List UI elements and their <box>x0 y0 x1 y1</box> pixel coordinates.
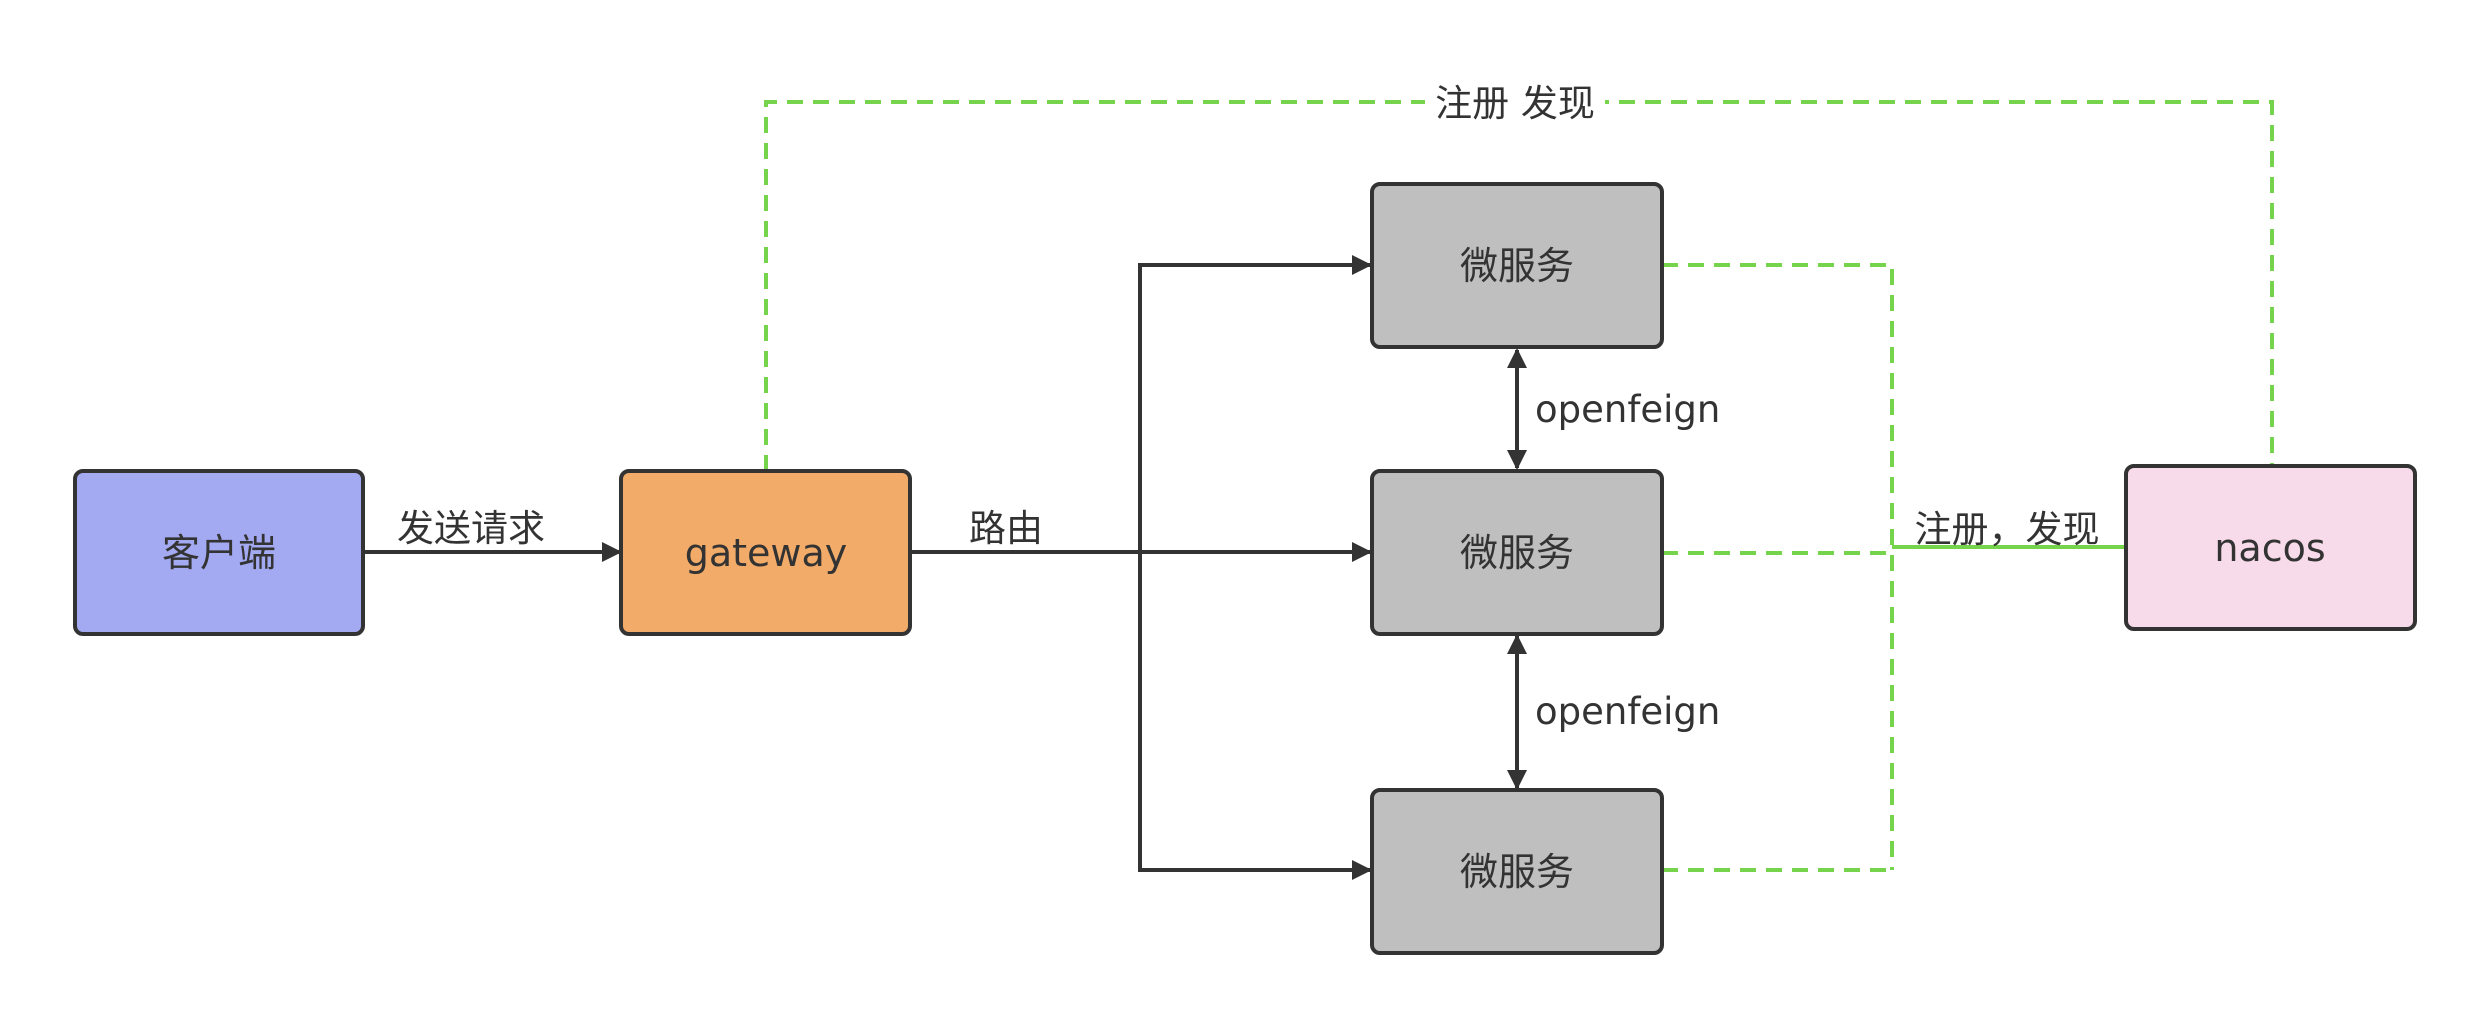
service-mid-node: 微服务 <box>1370 469 1664 636</box>
nacos-box <box>2124 464 2417 631</box>
service-mid-box <box>1370 469 1664 636</box>
service-top-node: 微服务 <box>1370 182 1664 349</box>
gateway-label: gateway <box>685 531 848 575</box>
client-label: 客户端 <box>162 531 276 575</box>
service-bottom-label: 微服务 <box>1460 850 1574 894</box>
service-top-register-dashed-edge <box>1662 263 1894 870</box>
service-bottom-box <box>1370 788 1664 955</box>
service-bottom-node: 微服务 <box>1370 788 1664 955</box>
service-top-label: 微服务 <box>1460 244 1574 288</box>
route-label: 路由 <box>969 507 1043 550</box>
gateway-node: gateway <box>619 469 912 636</box>
register-top-label: 注册 发现 <box>1435 82 1595 125</box>
gateway-box <box>619 469 912 636</box>
route-to-service-bottom-edge <box>1138 552 1372 880</box>
service-mid-label: 微服务 <box>1460 531 1574 575</box>
nacos-node: nacos <box>2124 464 2417 631</box>
service-top-box <box>1370 182 1664 349</box>
client-box <box>73 469 365 636</box>
openfeign-top-label: openfeign <box>1535 388 1720 431</box>
route-to-service-top-edge <box>1138 255 1372 552</box>
send-request-label: 发送请求 <box>397 507 545 550</box>
nacos-label: nacos <box>2214 526 2325 570</box>
register-top-label-bg <box>1425 78 1605 128</box>
client-node: 客户端 <box>73 469 365 636</box>
openfeign-bottom-label: openfeign <box>1535 690 1720 733</box>
register-right-label: 注册，发现 <box>1915 508 2100 551</box>
